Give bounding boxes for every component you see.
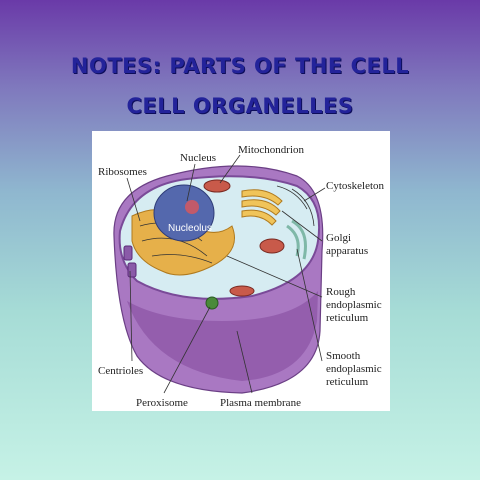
golgi-apparatus <box>241 189 283 226</box>
mitochondrion-2 <box>259 238 285 254</box>
label-peroxisome: Peroxisome <box>136 397 188 409</box>
label-rough-er-2: endoplasmic <box>326 299 382 311</box>
label-smooth-er-3: reticulum <box>326 376 369 388</box>
label-nucleus: Nucleus <box>180 152 216 164</box>
mitochondrion <box>203 179 231 193</box>
label-smooth-er-1: Smooth <box>326 350 361 362</box>
nucleolus <box>185 200 199 214</box>
nucleus <box>153 184 215 242</box>
label-smooth-er-2: endoplasmic <box>326 363 382 375</box>
cell-lower-shade <box>127 291 318 381</box>
label-golgi-1: Golgi <box>326 232 351 244</box>
label-rough-er-3: reticulum <box>326 312 369 324</box>
label-rough-er-1: Rough <box>326 286 356 298</box>
centrioles <box>123 245 137 278</box>
cytoskeleton <box>276 185 315 227</box>
cell-illustration: Nucleus Mitochondrion Ribosomes Cytoskel… <box>98 144 385 409</box>
title-line-1: NOTES: PARTS OF THE CELL <box>70 54 410 78</box>
label-centrioles: Centrioles <box>98 365 143 377</box>
label-golgi-2: apparatus <box>326 245 368 257</box>
label-nucleolus: Nucleolus <box>168 223 212 234</box>
title-line-2: CELL ORGANELLES <box>126 94 354 118</box>
label-ribosomes: Ribosomes <box>98 166 147 178</box>
cell-diagram: Nucleus Mitochondrion Ribosomes Cytoskel… <box>92 131 390 411</box>
label-plasma-membrane: Plasma membrane <box>220 397 301 409</box>
mitochondrion-3 <box>229 285 255 297</box>
label-cytoskeleton: Cytoskeleton <box>326 180 385 192</box>
label-mitochondrion: Mitochondrion <box>238 144 304 156</box>
peroxisome <box>205 296 219 310</box>
